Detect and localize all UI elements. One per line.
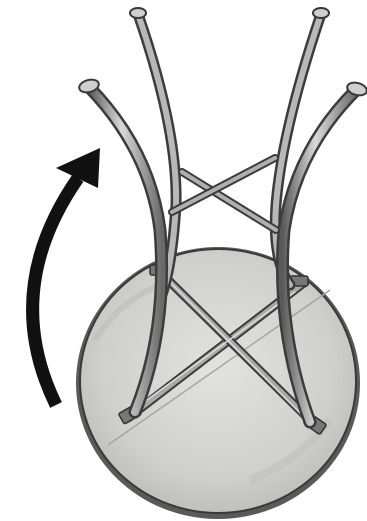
tabletop — [76, 247, 360, 519]
upper-cross-brace — [172, 158, 276, 230]
